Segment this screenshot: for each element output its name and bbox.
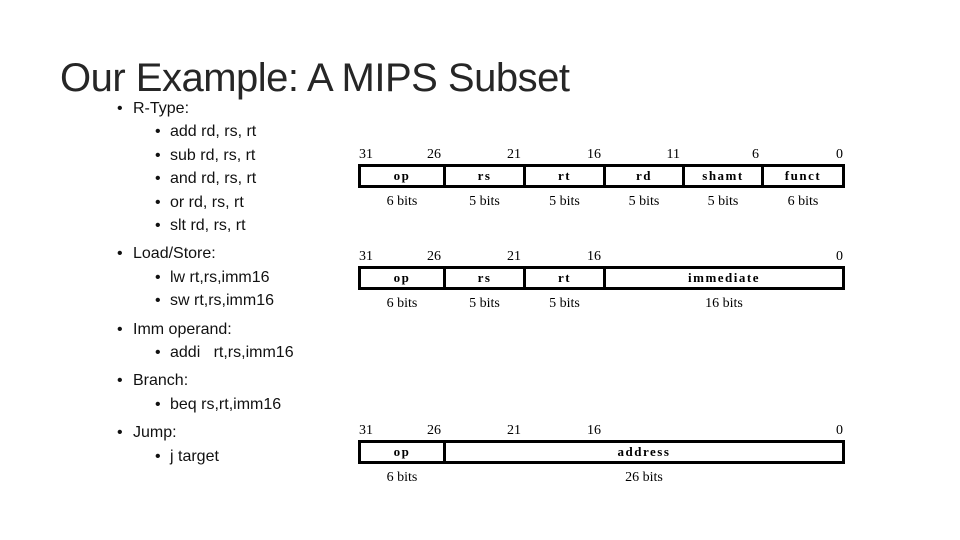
field-row: op address — [358, 440, 845, 464]
bit-index-label: 21 — [507, 249, 521, 264]
bullet-topic: Jump: — [110, 421, 380, 445]
bit-width-captions-row: 6 bits 26 bits — [358, 470, 845, 486]
field-size-label: 6 bits — [386, 296, 418, 311]
bit-width-captions-row: 6 bits 5 bits 5 bits 5 bits 5 bits 6 bits — [358, 194, 845, 210]
field-op: op — [393, 444, 411, 459]
field-immediate: immediate — [603, 269, 842, 287]
field-rt: rt — [523, 167, 603, 185]
field-size-label: 6 bits — [386, 470, 418, 485]
bit-index-label: 11 — [666, 147, 680, 162]
bullet-topic: R-Type: — [110, 97, 380, 121]
slide-title: Our Example: A MIPS Subset — [60, 56, 570, 100]
bit-numbers-row: 31 26 21 16 0 — [358, 423, 845, 440]
field-size-label: 16 bits — [705, 296, 743, 311]
field-op: op — [393, 168, 411, 183]
field-size-label: 5 bits — [628, 194, 660, 209]
bullet-instruction: beq rs,rt,imm16 — [110, 393, 380, 417]
field-size-label: 5 bits — [549, 296, 580, 311]
field-funct: funct — [761, 167, 842, 185]
bit-index-label: 16 — [587, 423, 601, 438]
bit-index-label: 26 — [427, 147, 441, 162]
bullet-list: R-Type:add rd, rs, rtsub rd, rs, rtand r… — [110, 97, 380, 469]
bit-numbers-row: 31 26 21 16 0 — [358, 249, 845, 266]
field-rt: rt — [523, 269, 603, 287]
bullet-instruction: slt rd, rs, rt — [110, 214, 380, 238]
bullet-instruction: sub rd, rs, rt — [110, 144, 380, 168]
field-op: op — [393, 270, 411, 285]
bit-index-label: 0 — [836, 249, 843, 264]
bit-index-label: 31 — [359, 249, 373, 264]
field-shamt: shamt — [682, 167, 761, 185]
bit-index-label: 0 — [836, 147, 843, 162]
bit-index-label: 6 — [752, 147, 759, 162]
bit-index-label: 31 — [359, 147, 373, 162]
j-type-format-diagram: 31 26 21 16 0 op address 6 bits 26 bits — [358, 423, 845, 486]
bullet-topic: Load/Store: — [110, 242, 380, 266]
field-size-label: 5 bits — [469, 194, 500, 209]
bullet-instruction: j target — [110, 445, 380, 469]
bit-index-label: 26 — [427, 249, 441, 264]
bullet-instruction: add rd, rs, rt — [110, 120, 380, 144]
bit-index-label: 16 — [587, 249, 601, 264]
bullet-topic: Imm operand: — [110, 318, 380, 342]
bit-index-label: 16 — [587, 147, 601, 162]
bit-width-captions-row: 6 bits 5 bits 5 bits 16 bits — [358, 296, 845, 312]
field-size-label: 5 bits — [707, 194, 739, 209]
bullet-instruction: lw rt,rs,imm16 — [110, 266, 380, 290]
field-address: address — [443, 443, 842, 461]
bullet-instruction: and rd, rs, rt — [110, 167, 380, 191]
bullet-instruction: addi rt,rs,imm16 — [110, 341, 380, 365]
bullet-instruction: or rd, rs, rt — [110, 191, 380, 215]
bit-index-label: 31 — [359, 423, 373, 438]
bit-index-label: 26 — [427, 423, 441, 438]
field-rd: rd — [603, 167, 682, 185]
field-size-label: 6 bits — [787, 194, 819, 209]
field-size-label: 5 bits — [469, 296, 500, 311]
bit-index-label: 21 — [507, 423, 521, 438]
field-size-label: 26 bits — [625, 470, 663, 485]
field-size-label: 5 bits — [549, 194, 580, 209]
bullet-topic: Branch: — [110, 369, 380, 393]
field-size-label: 6 bits — [386, 194, 418, 209]
field-rs: rs — [443, 269, 523, 287]
bit-index-label: 21 — [507, 147, 521, 162]
bit-index-label: 0 — [836, 423, 843, 438]
bullet-instruction: sw rt,rs,imm16 — [110, 289, 380, 313]
field-rs: rs — [443, 167, 523, 185]
bit-numbers-row: 31 26 21 16 11 6 0 — [358, 147, 845, 164]
